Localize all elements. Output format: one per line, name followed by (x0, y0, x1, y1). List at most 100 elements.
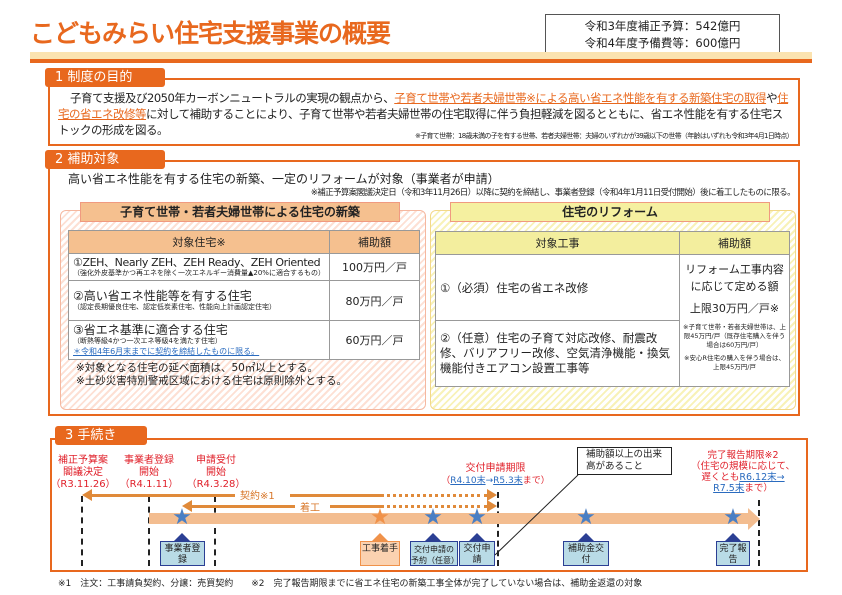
contract-deadline-link[interactable]: ＊令和4年6月末までに契約を締結したものに限る。 (73, 347, 260, 356)
header-band (30, 52, 812, 60)
table-row: ①ZEH、Nearly ZEH、ZEH Ready、ZEH Oriented（強… (68, 253, 420, 281)
arrow-up-icon (372, 533, 388, 541)
target-note: ※補正予算案閣議決定日（令和3年11月26日）以降に契約を締結し、事業者登録（令… (310, 188, 796, 198)
col-header: 補助額 (329, 230, 420, 254)
row-amount: 60万円／戸 (329, 320, 420, 360)
milestone-label: 事業者登録 (124, 455, 174, 466)
callout-line (494, 475, 579, 556)
timeline-divider (81, 496, 83, 566)
report-text: 遅くとも (701, 472, 740, 483)
amount-text: リフォーム工事内容に応じて定める額 (685, 263, 784, 293)
footnote: ※1 注文：工事請負契約、分譲：売買契約 ※2 完了報告期限までに省エネ住宅の新… (58, 579, 643, 589)
arrow-head (487, 500, 497, 512)
milestone-date: （R4.3.28） (186, 479, 246, 490)
col-header: 対象住宅※ (68, 230, 330, 254)
callout-box: 補助額以上の出来高があること (577, 447, 672, 475)
purpose-text: や (766, 91, 778, 105)
report-deadline: 完了報告期限※2 （住宅の規模に応じて、 遅くともR6.12末→ R7.5末まで… (680, 450, 806, 494)
start-arrow (330, 505, 380, 508)
contract-arrow (90, 494, 235, 497)
timeline-divider (758, 500, 760, 566)
arrow-head (182, 500, 192, 512)
milestone-application: 申請受付開始（R4.3.28） (183, 455, 249, 491)
purpose-text: に対して補助することにより、子育て世帯や若者夫婦世帯の住宅取得に伴う負担軽減を図… (58, 107, 783, 137)
arrow-head (82, 489, 92, 501)
step-business-registration: 事業者登録 (160, 541, 205, 566)
table-row: ②（任意）住宅の子育て対応改修、耐震改修、バリアフリー改修、空気清浄機能・換気機… (435, 320, 790, 387)
row-amount: 100万円／戸 (329, 253, 420, 281)
section-3-tag: 3 手続き (55, 426, 147, 445)
deadline-arrow: → (485, 476, 494, 486)
star-icon: ★ (370, 505, 390, 530)
report-date: R6.12末→ (739, 472, 785, 483)
milestone-label: 閣議決定 (63, 467, 103, 478)
row-sub: （認定長期優良住宅、認定低炭素住宅、性能向上計画認定住宅） (73, 303, 276, 311)
reform-table: 対象工事補助額 ①（必須）住宅の省エネ改修 リフォーム工事内容に応じて定める額 … (435, 231, 790, 387)
target-lead: 高い省エネ性能を有する住宅の新築、一定のリフォームが対象（事業者が申請） (68, 172, 500, 186)
report-text: （住宅の規模に応じて、 (690, 461, 796, 472)
purpose-highlight: 子育て世帯や若者夫婦世帯※による高い省エネ性能を有する新築住宅の取得 (394, 91, 767, 105)
milestone-label: 開始 (139, 467, 159, 478)
amount-note: ※子育て世帯・若者夫婦世帯は、上限45万円/戸（既存住宅購入を伴う場合は60万円… (683, 323, 786, 349)
arrow-head (487, 489, 497, 501)
col-header: 対象工事 (435, 231, 680, 255)
arrow-up-icon (725, 533, 741, 541)
start-arrow-dotted (380, 505, 488, 508)
budget-box: 令和3年度補正予算：542億円 令和4年度予備費等：600億円 (545, 14, 780, 55)
budget-line: 令和4年度予備費等：600億円 (584, 36, 741, 50)
row-title: ①ZEH、Nearly ZEH、ZEH Ready、ZEH Oriented (73, 256, 321, 269)
milestone-date: （R4.1.11） (119, 479, 179, 490)
arrow-up-icon (174, 533, 190, 541)
start-arrow (190, 505, 295, 508)
timeline-divider (497, 492, 499, 566)
report-date: R7.5末 (713, 483, 745, 494)
new-build-content: 対象住宅※補助額 ①ZEH、Nearly ZEH、ZEH Ready、ZEH O… (68, 230, 420, 388)
milestone-label: 申請受付 (196, 455, 236, 466)
star-icon: ★ (723, 505, 743, 530)
step-reservation: 交付申請の予約（任意） (410, 541, 459, 566)
section-1-box: 子育て支援及び2050年カーボンニュートラルの実現の観点から、子育て世帯や若者夫… (48, 78, 800, 146)
step-completion-report: 完了報告 (716, 541, 750, 566)
table-row: ②高い省エネ性能等を有する住宅（認定長期優良住宅、認定低炭素住宅、性能向上計画認… (68, 280, 420, 321)
deadline-text: まで） (522, 476, 550, 486)
contract-arrow-dotted (380, 494, 488, 497)
row-title: ②（任意）住宅の子育て対応改修、耐震改修、バリアフリー改修、空気清浄機能・換気機… (435, 320, 680, 387)
note: ※対象となる住宅の延べ面積は、50㎡以上とする。 (76, 362, 319, 374)
arrow-up-icon (425, 533, 441, 541)
purpose-note: ※子育て世帯：18歳未満の子を有する世帯、若者夫婦世帯：夫婦のいずれかが39歳以… (411, 132, 794, 141)
section-1-tag: 1 制度の目的 (45, 68, 165, 87)
step-application: 交付申請 (459, 541, 495, 566)
start-label: 着工 (300, 503, 320, 514)
timeline-arrow-head (748, 508, 760, 530)
star-icon: ★ (423, 505, 443, 530)
deadline-text: （ (441, 476, 451, 486)
milestone-budget: 補正予算案閣議決定（R3.11.26） (50, 455, 116, 491)
amount-note: ※安心R住宅の購入を伴う場合は、上限45万円/戸 (684, 354, 785, 371)
arrow-up-icon (469, 533, 485, 541)
header-line (30, 59, 812, 63)
timeline-divider (148, 496, 150, 566)
note: ※土砂災害特別警戒区域における住宅は原則除外とする。 (76, 375, 347, 387)
col-header: 補助額 (679, 231, 790, 255)
contract-label: 契約※1 (240, 491, 275, 502)
timeline-divider (214, 496, 216, 566)
row-amount: 80万円／戸 (329, 280, 420, 321)
deadline-date: R4.10末 (450, 476, 486, 486)
purpose-highlight: 住宅の省エネ改修等 (58, 91, 789, 121)
contract-arrow (290, 494, 380, 497)
application-deadline: 交付申請期限 （R4.10末→R5.3末まで） (428, 463, 563, 487)
new-build-table: 対象住宅※補助額 ①ZEH、Nearly ZEH、ZEH Ready、ZEH O… (68, 230, 420, 360)
deadline-title: 交付申請期限 (465, 463, 526, 474)
milestone-label: 開始 (206, 467, 226, 478)
arrow-up-icon (578, 533, 594, 541)
milestone-registration: 事業者登録開始（R4.1.11） (116, 455, 182, 491)
reform-amount: リフォーム工事内容に応じて定める額 上限30万円／戸※ ※子育て世帯・若者夫婦世… (679, 254, 790, 387)
row-sub: （強化外皮基準かつ再エネを除く一次エネルギー消費量▲20%に適合するもの） (73, 269, 325, 277)
row-title: ②高い省エネ性能等を有する住宅 (73, 289, 252, 303)
step-grant-payment: 補助金交付 (563, 541, 609, 566)
amount-limit: 上限30万円／戸※ (689, 302, 780, 315)
row-title: ③省エネ基準に適合する住宅 (73, 323, 228, 337)
row-title: ①（必須）住宅の省エネ改修 (435, 254, 680, 321)
report-text: まで） (744, 483, 773, 494)
report-title: 完了報告期限※2 (707, 450, 779, 461)
